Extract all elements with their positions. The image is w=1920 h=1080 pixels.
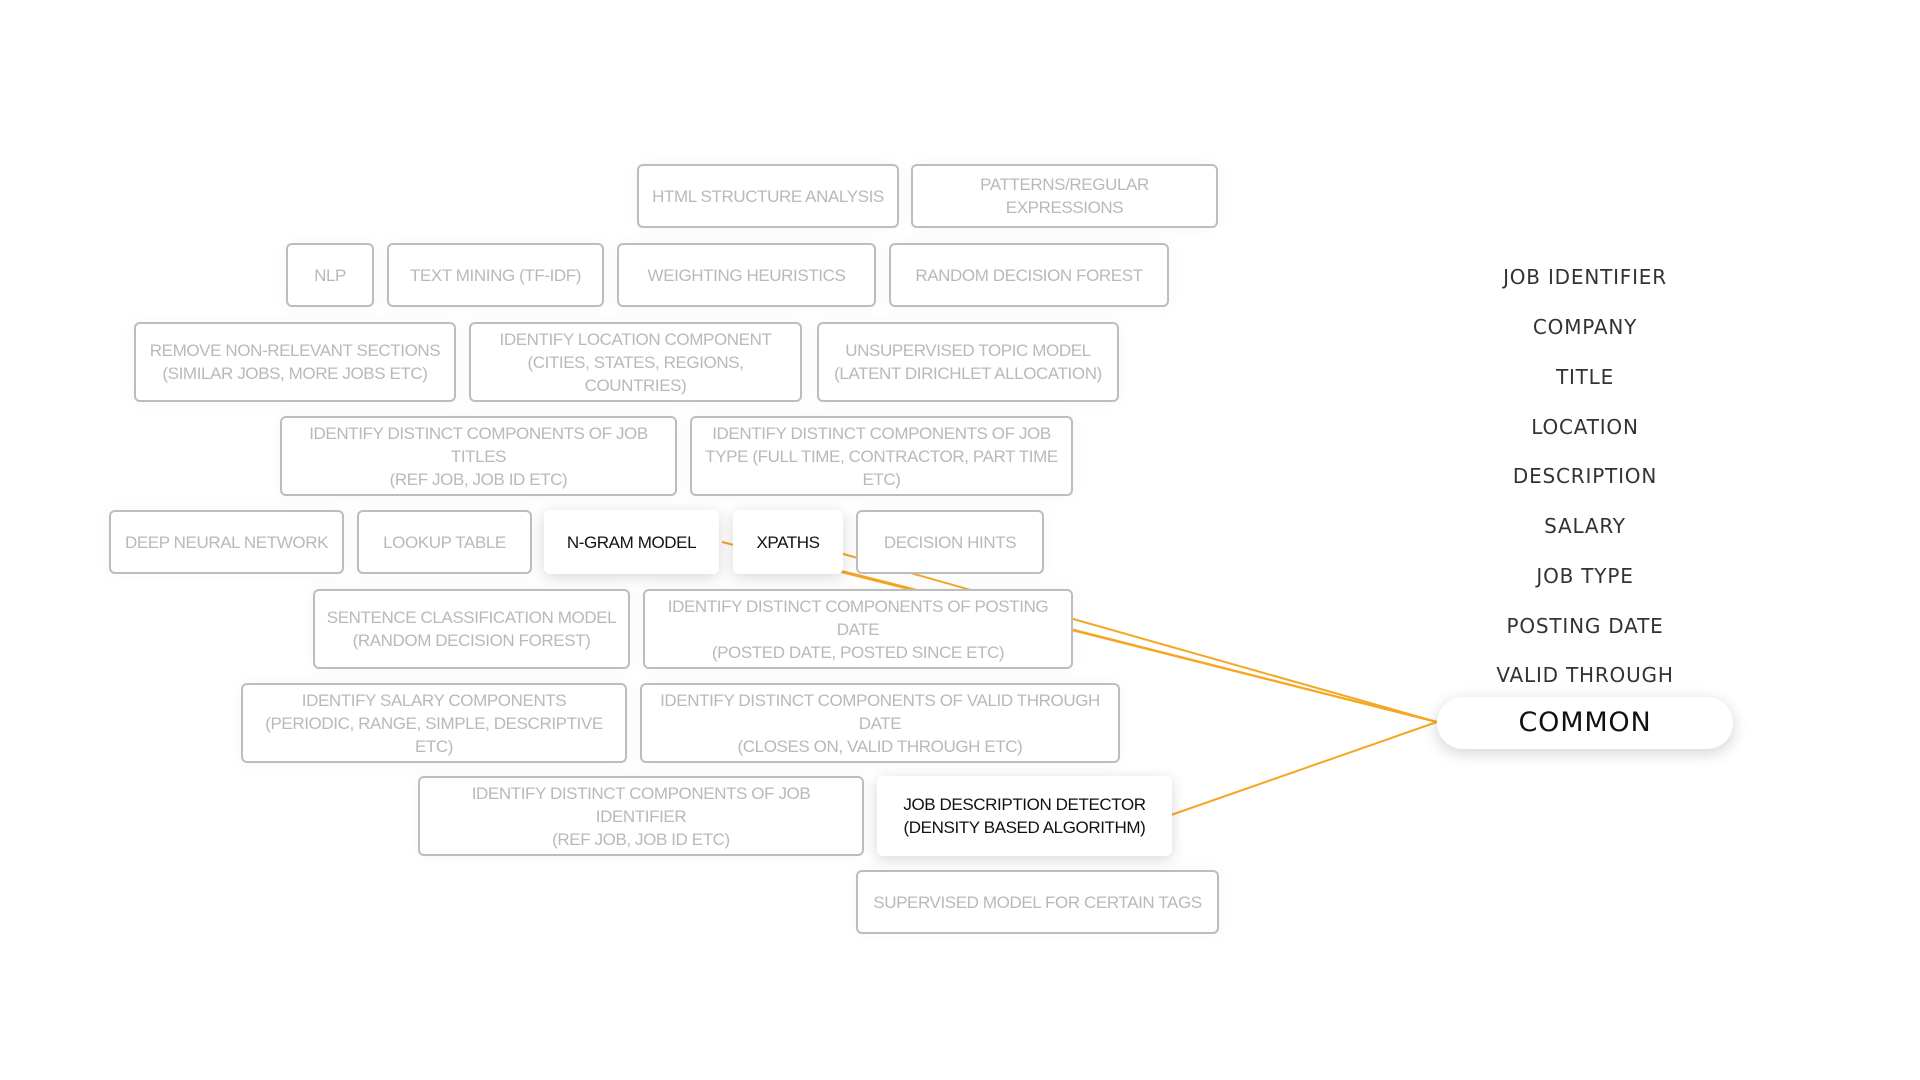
technique-weighting-heuristics[interactable]: WEIGHTING HEURISTICS	[617, 243, 876, 307]
technique-job-title-components[interactable]: IDENTIFY DISTINCT COMPONENTS OF JOB TITL…	[280, 416, 677, 496]
technique-supervised-model-certain-tags[interactable]: SUPERVISED MODEL FOR CERTAIN TAGS	[856, 870, 1219, 934]
technique-lookup-table[interactable]: LOOKUP TABLE	[357, 510, 532, 574]
tag-job-identifier[interactable]: JOB IDENTIFIER	[1503, 265, 1667, 289]
technique-valid-through-components[interactable]: IDENTIFY DISTINCT COMPONENTS OF VALID TH…	[640, 683, 1120, 763]
technique-decision-hints[interactable]: DECISION HINTS	[856, 510, 1044, 574]
connector-job-description-to-common	[1170, 721, 1438, 816]
technique-identify-location-component[interactable]: IDENTIFY LOCATION COMPONENT (CITIES, STA…	[469, 322, 802, 402]
tag-company[interactable]: COMPANY	[1532, 315, 1638, 339]
tag-title[interactable]: TITLE	[1555, 365, 1615, 389]
technique-xpaths[interactable]: XPATHS	[733, 510, 843, 574]
technique-deep-neural-network[interactable]: DEEP NEURAL NETWORK	[109, 510, 344, 574]
technique-job-identifier-components[interactable]: IDENTIFY DISTINCT COMPONENTS OF JOB IDEN…	[418, 776, 864, 856]
technique-posting-date-components[interactable]: IDENTIFY DISTINCT COMPONENTS OF POSTING …	[643, 589, 1073, 669]
technique-patterns-regular-expressions[interactable]: PATTERNS/REGULAR EXPRESSIONS	[911, 164, 1218, 228]
technique-text-mining[interactable]: TEXT MINING (TF-IDF)	[387, 243, 604, 307]
tag-description[interactable]: DESCRIPTION	[1512, 464, 1658, 488]
technique-job-type-components[interactable]: IDENTIFY DISTINCT COMPONENTS OF JOB TYPE…	[690, 416, 1073, 496]
technique-random-decision-forest[interactable]: RANDOM DECISION FOREST	[889, 243, 1169, 307]
technique-sentence-classification-model[interactable]: SENTENCE CLASSIFICATION MODEL (RANDOM DE…	[313, 589, 630, 669]
technique-nlp[interactable]: NLP	[286, 243, 374, 307]
technique-remove-non-relevant-sections[interactable]: REMOVE NON-RELEVANT SECTIONS (SIMILAR JO…	[134, 322, 456, 402]
tag-salary[interactable]: SALARY	[1544, 514, 1626, 538]
tag-posting-date[interactable]: POSTING DATE	[1506, 614, 1664, 638]
tag-location[interactable]: LOCATION	[1531, 415, 1639, 439]
technique-salary-components[interactable]: IDENTIFY SALARY COMPONENTS (PERIODIC, RA…	[241, 683, 627, 763]
tag-common-selected[interactable]: COMMON	[1437, 697, 1733, 749]
tag-job-type[interactable]: JOB TYPE	[1536, 564, 1634, 588]
tag-valid-through[interactable]: VALID THROUGH	[1496, 663, 1674, 687]
technique-unsupervised-topic-model[interactable]: UNSUPERVISED TOPIC MODEL (LATENT DIRICHL…	[817, 322, 1119, 402]
technique-n-gram-model[interactable]: N-GRAM MODEL	[544, 510, 719, 574]
technique-job-description-detector[interactable]: JOB DESCRIPTION DETECTOR (DENSITY BASED …	[877, 776, 1172, 856]
technique-html-structure-analysis[interactable]: HTML STRUCTURE ANALYSIS	[637, 164, 899, 228]
